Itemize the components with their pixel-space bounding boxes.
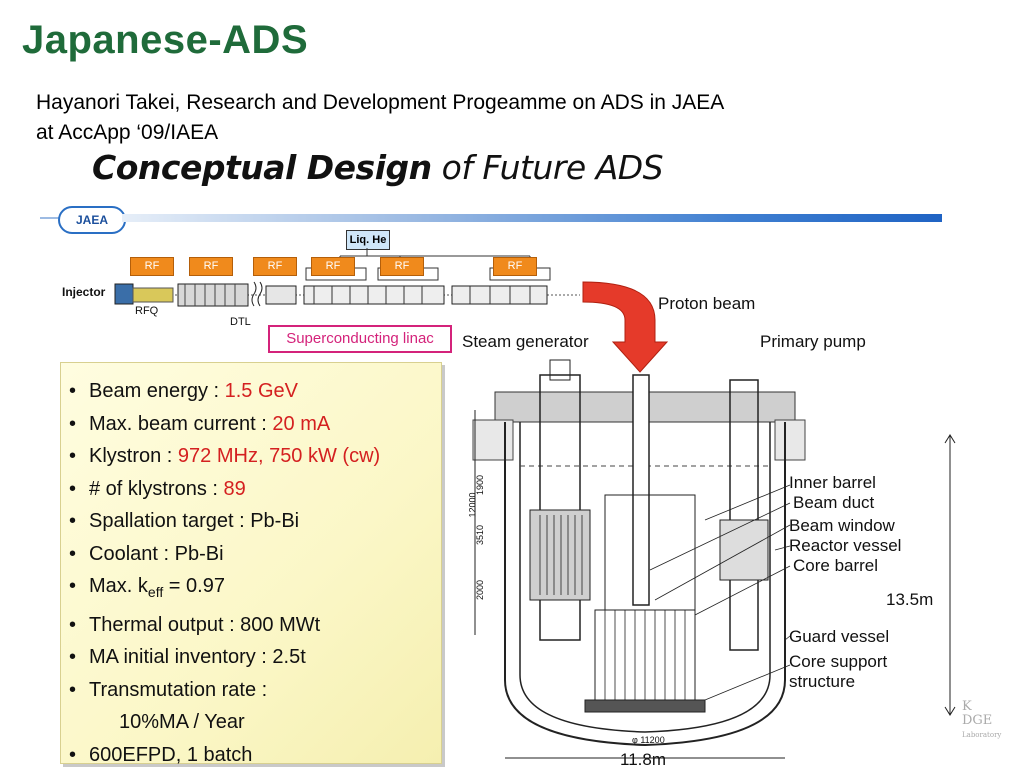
rf-box-5: RF bbox=[380, 257, 424, 276]
dim-3510: 3510 bbox=[475, 525, 485, 545]
bullet-label: 600EFPD, 1 batch bbox=[89, 744, 252, 766]
core-barrel-label: Core barrel bbox=[793, 556, 878, 576]
spec-bullet-item: •Max. keff = 0.97 bbox=[69, 570, 441, 609]
bullet-label: Spallation target : Pb-Bi bbox=[89, 510, 299, 532]
bullet-dot: • bbox=[69, 538, 89, 571]
spec-bullet-item: •Transmutation rate : bbox=[69, 674, 441, 707]
bullet-label: Transmutation rate : bbox=[89, 679, 267, 701]
bullet-dot: • bbox=[69, 505, 89, 538]
bullet-dot: • bbox=[69, 641, 89, 674]
dim-12000: 12000 bbox=[468, 492, 478, 517]
beam-duct-label: Beam duct bbox=[793, 493, 874, 513]
spec-bullet-item: •Thermal output : 800 MWt bbox=[69, 609, 441, 642]
bullet-dot: • bbox=[69, 674, 89, 707]
core-support-label-2: structure bbox=[789, 672, 855, 692]
steam-generator-label: Steam generator bbox=[462, 332, 589, 352]
bullet-dot: • bbox=[69, 739, 89, 771]
spec-bullet-item: 10%MA / Year bbox=[69, 706, 441, 739]
injector-label: Injector bbox=[62, 285, 105, 299]
bullet-label: Max. k bbox=[89, 575, 148, 597]
rf-box-6: RF bbox=[493, 257, 537, 276]
inner-barrel-label: Inner barrel bbox=[789, 473, 876, 493]
bullet-dot: • bbox=[69, 408, 89, 441]
bullet-dot: • bbox=[69, 570, 89, 603]
watermark: K DGE Laboratory bbox=[962, 700, 1002, 742]
rf-box-2: RF bbox=[189, 257, 233, 276]
spec-bullet-item: •Beam energy : 1.5 GeV bbox=[69, 375, 441, 408]
spec-bullet-box: •Beam energy : 1.5 GeV•Max. beam current… bbox=[60, 362, 442, 764]
bullet-rest: = 0.97 bbox=[163, 575, 225, 597]
subtitle-line-2: at AccApp ‘09/IAEA bbox=[36, 121, 218, 145]
bullet-dot: • bbox=[69, 440, 89, 473]
diameter-dimension: φ 11200 bbox=[632, 735, 665, 745]
bullet-subscript: eff bbox=[148, 584, 163, 600]
bullet-label: Max. beam current : bbox=[89, 413, 272, 435]
rf-box-1: RF bbox=[130, 257, 174, 276]
spec-bullet-list: •Beam energy : 1.5 GeV•Max. beam current… bbox=[61, 363, 441, 771]
rfq-label: RFQ bbox=[135, 305, 158, 317]
dim-1900: 1900 bbox=[475, 475, 485, 495]
bullet-value: 89 bbox=[224, 478, 246, 500]
watermark-line-2: DGE bbox=[962, 714, 1002, 728]
dtl-label: DTL bbox=[230, 316, 251, 328]
reactor-drawing bbox=[445, 280, 985, 770]
height-dimension: 13.5m bbox=[886, 590, 933, 610]
watermark-line-3: Laboratory bbox=[962, 728, 1002, 742]
spec-bullet-item: •# of klystrons : 89 bbox=[69, 473, 441, 506]
primary-pump-label: Primary pump bbox=[760, 332, 866, 352]
bullet-label: 10%MA / Year bbox=[119, 711, 245, 733]
bullet-value: 1.5 GeV bbox=[225, 380, 298, 402]
core-support-label-1: Core support bbox=[789, 652, 887, 672]
spec-bullet-item: •Coolant : Pb-Bi bbox=[69, 538, 441, 571]
spec-bullet-item: •Max. beam current : 20 mA bbox=[69, 408, 441, 441]
bullet-label: # of klystrons : bbox=[89, 478, 224, 500]
bullet-label: Coolant : Pb-Bi bbox=[89, 543, 224, 565]
header-blue-bar bbox=[122, 214, 942, 222]
superconducting-linac-label: Superconducting linac bbox=[268, 325, 452, 353]
bullet-value: 20 mA bbox=[272, 413, 330, 435]
bullet-value: 972 MHz, 750 kW (cw) bbox=[178, 445, 380, 467]
spec-bullet-item: •600EFPD, 1 batch bbox=[69, 739, 441, 771]
width-dimension: 11.8m bbox=[620, 750, 666, 770]
bullet-label: Thermal output : 800 MWt bbox=[89, 614, 320, 636]
proton-beam-label: Proton beam bbox=[658, 294, 755, 314]
spec-bullet-item: •Spallation target : Pb-Bi bbox=[69, 505, 441, 538]
reactor-vessel-label: Reactor vessel bbox=[789, 536, 901, 556]
slide-title: Japanese-ADS bbox=[22, 18, 308, 63]
conceptual-design-heading: Conceptual Design of Future ADS bbox=[92, 148, 663, 187]
bullet-label: MA initial inventory : 2.5t bbox=[89, 646, 306, 668]
bullet-dot: • bbox=[69, 473, 89, 506]
watermark-line-1: K bbox=[962, 700, 1002, 714]
subtitle-line-1: Hayanori Takei, Research and Development… bbox=[36, 91, 724, 115]
header-rule-left bbox=[40, 217, 60, 219]
dim-2000: 2000 bbox=[475, 580, 485, 600]
rf-box-4: RF bbox=[311, 257, 355, 276]
bullet-dot: • bbox=[69, 375, 89, 408]
bullet-label: Beam energy : bbox=[89, 380, 225, 402]
beam-window-label: Beam window bbox=[789, 516, 895, 536]
rf-box-3: RF bbox=[253, 257, 297, 276]
jaea-logo: JAEA bbox=[58, 206, 126, 234]
bullet-dot: • bbox=[69, 609, 89, 642]
proton-beam-arrow bbox=[583, 282, 667, 372]
guard-vessel-label: Guard vessel bbox=[789, 627, 889, 647]
spec-bullet-item: •MA initial inventory : 2.5t bbox=[69, 641, 441, 674]
heading-bold: Conceptual Design bbox=[92, 148, 432, 187]
heading-rest: of Future ADS bbox=[432, 148, 664, 187]
bullet-label: Klystron : bbox=[89, 445, 178, 467]
spec-bullet-item: •Klystron : 972 MHz, 750 kW (cw) bbox=[69, 440, 441, 473]
